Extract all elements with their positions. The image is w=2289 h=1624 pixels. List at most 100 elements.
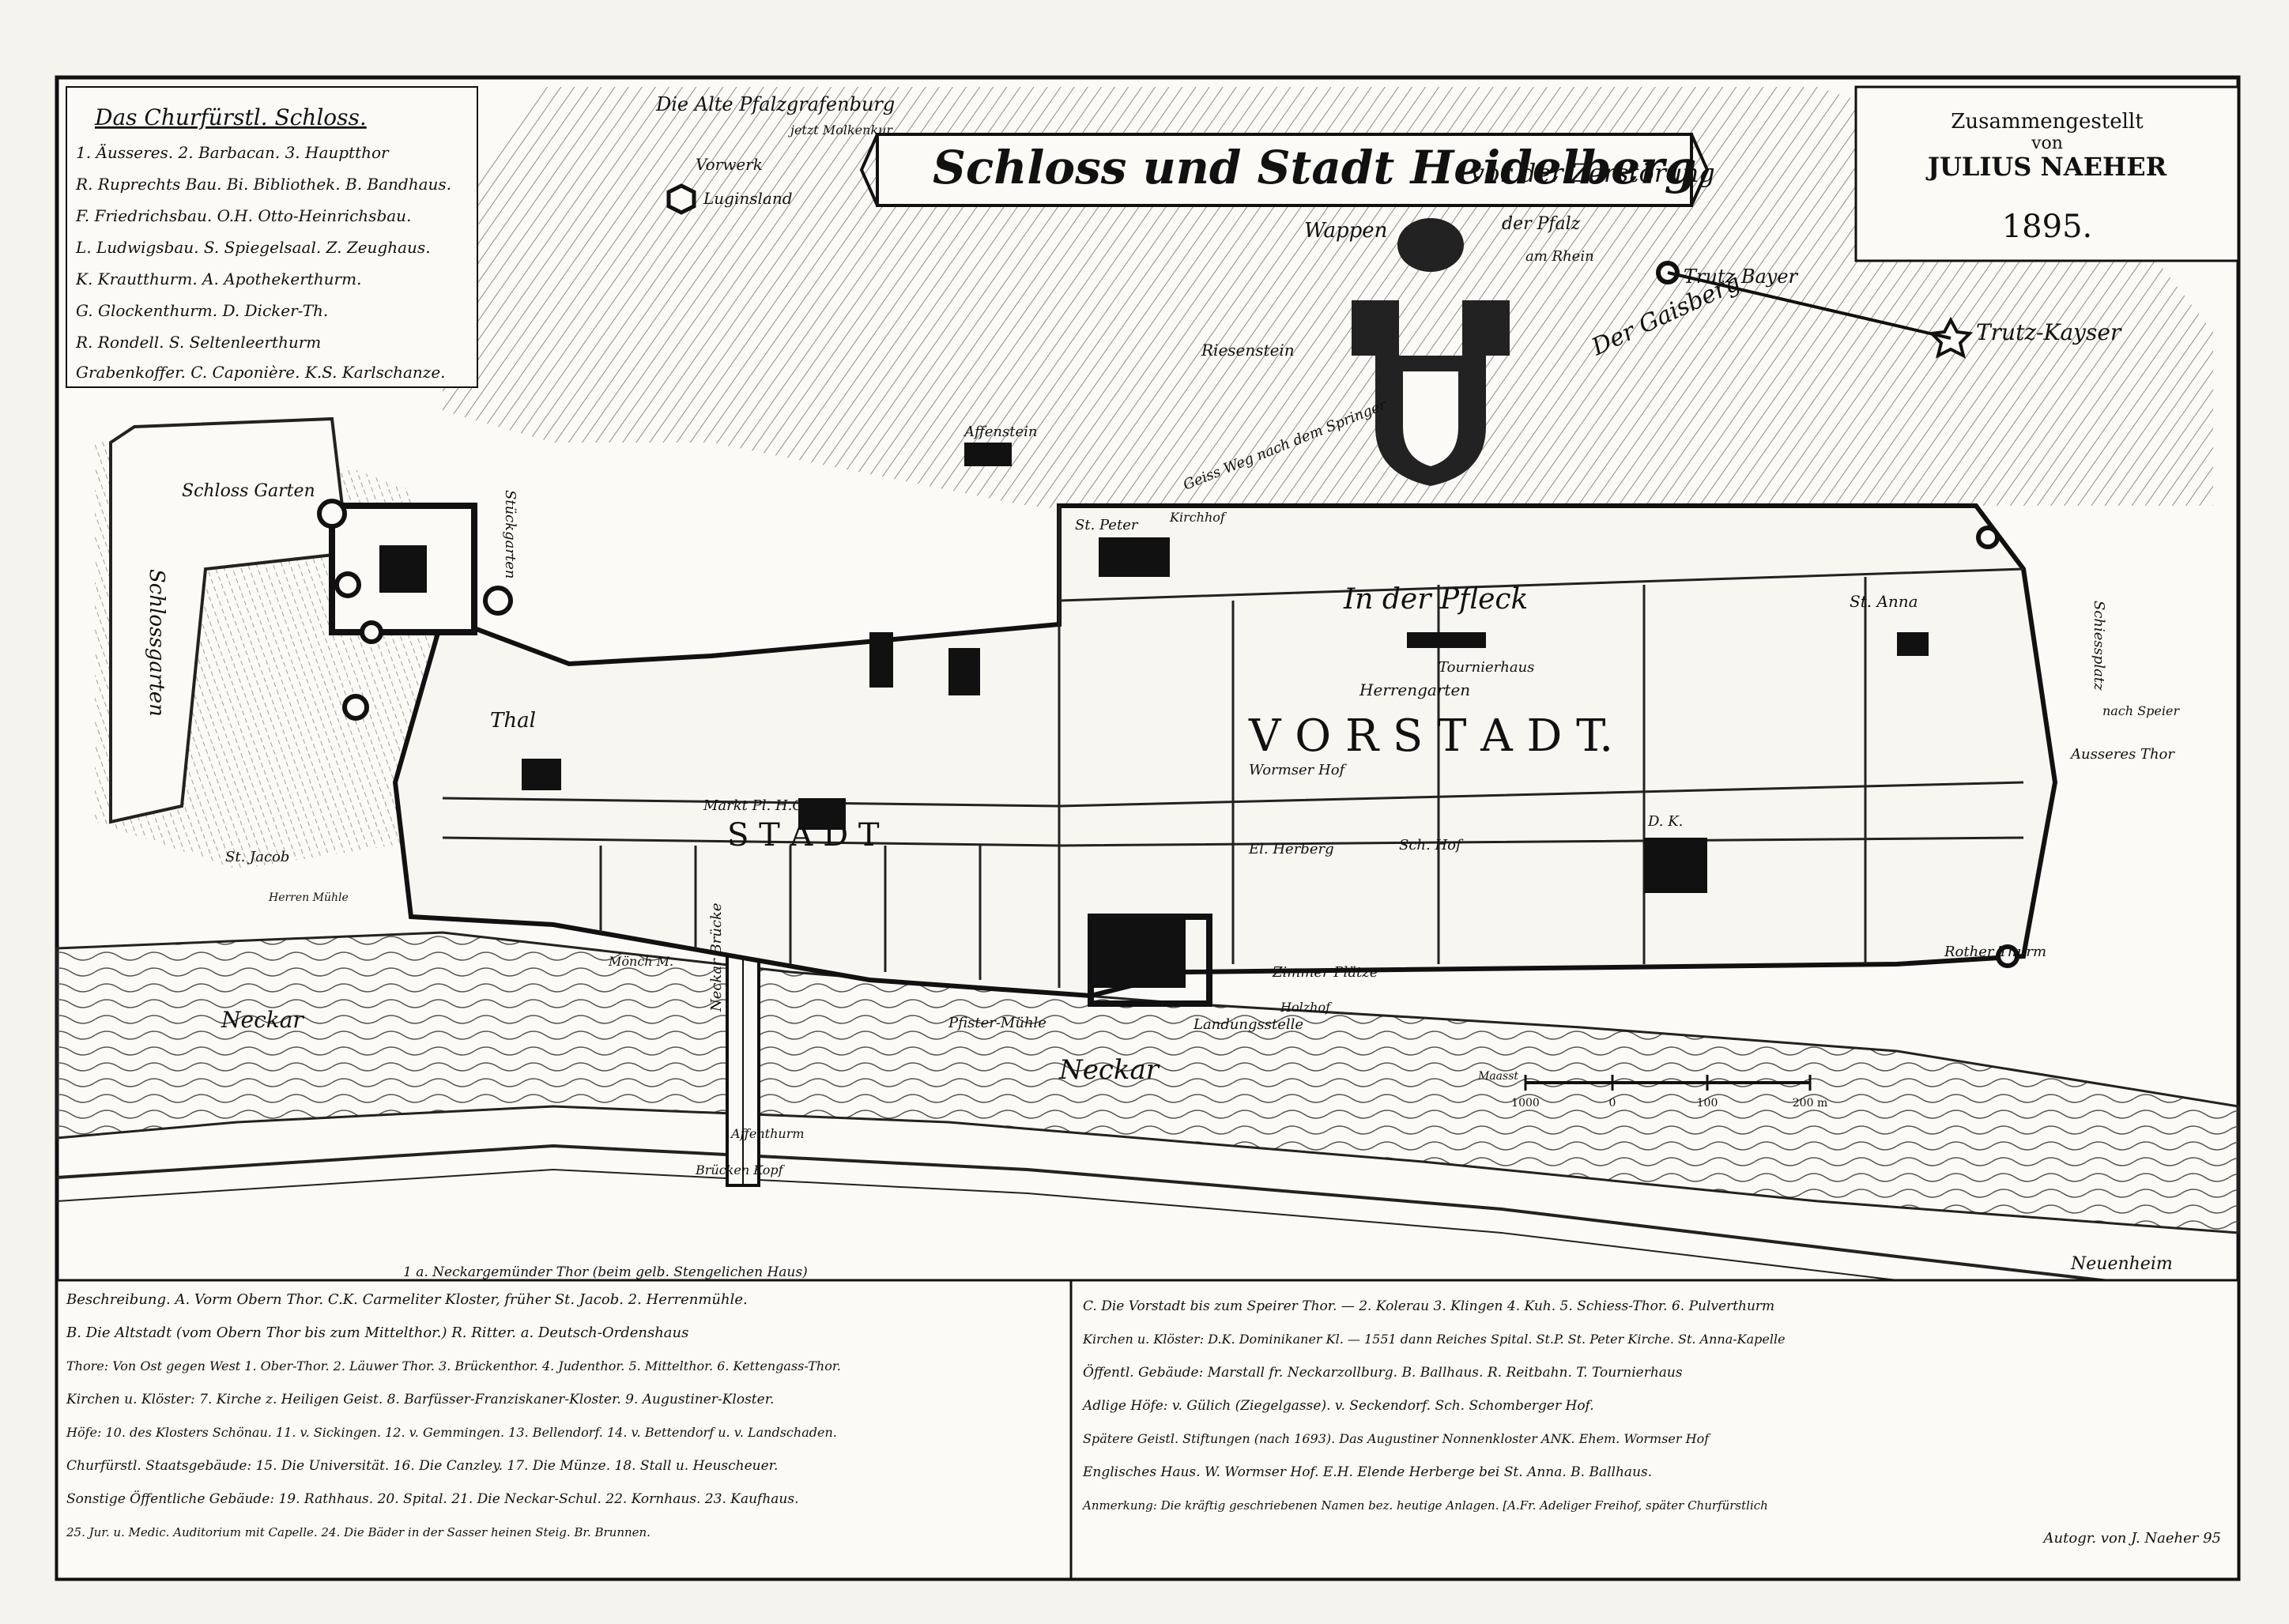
legend-right-line: C. Die Vorstadt bis zum Speirer Thor. — … bbox=[1083, 1298, 1774, 1314]
label-dk: D. K. bbox=[1647, 813, 1683, 830]
schloss-legend-line: Grabenkoffer. C. Caponière. K.S. Karlsch… bbox=[76, 363, 446, 382]
legend-right-line: Englisches Haus. W. Wormser Hof. E.H. El… bbox=[1082, 1464, 1652, 1480]
label-bruecken-kopf: Brücken Kopf bbox=[695, 1162, 786, 1177]
city-wall bbox=[392, 503, 2058, 999]
building-blocks bbox=[522, 443, 1929, 988]
title-suffix: vor der Zerstörung bbox=[1470, 158, 1715, 188]
label-thal: Thal bbox=[490, 709, 536, 733]
legend-left-line: 25. Jur. u. Medic. Auditorium mit Capell… bbox=[66, 1525, 650, 1539]
north-road bbox=[56, 1144, 2239, 1298]
schloss-legend-line: L. Ludwigsbau. S. Spiegelsaal. Z. Zeugha… bbox=[75, 238, 431, 257]
label-luginsland: Luginsland bbox=[703, 189, 793, 208]
legend-left-line: Sonstige Öffentliche Gebäude: 19. Rathha… bbox=[66, 1490, 798, 1507]
credit-year: 1895. bbox=[2002, 209, 2093, 245]
label-zimmer-platz: Zimmer Plätze bbox=[1272, 964, 1378, 981]
label-st-jacob: St. Jacob bbox=[225, 849, 289, 865]
credit-box bbox=[1854, 85, 2240, 262]
marstall-building bbox=[1088, 914, 1212, 1007]
legend-left-line: B. Die Altstadt (vom Obern Thor bis zum … bbox=[66, 1324, 688, 1341]
schloss-legend-heading: Das Churfürstl. Schloss. bbox=[94, 104, 367, 130]
label-der-pfalz: der Pfalz bbox=[1502, 214, 1581, 234]
label-pfister-muehle: Pfister-Mühle bbox=[948, 1015, 1046, 1031]
label-affenthurm: Affenthurm bbox=[730, 1126, 805, 1141]
label-rother-thurm: Rother Thurm bbox=[1944, 944, 2046, 960]
schloss-legend-line: G. Glockenthurm. D. Dicker-Th. bbox=[76, 301, 328, 320]
ribbon-end-left bbox=[859, 134, 879, 206]
schloss-legend-line: 1. Äusseres. 2. Barbacan. 3. Hauptthor bbox=[76, 143, 390, 162]
label-vorwerk: Vorwerk bbox=[696, 155, 763, 174]
label-ausseres-thor: Ausseres Thor bbox=[2069, 746, 2175, 763]
label-st-peter: St. Peter bbox=[1075, 517, 1139, 533]
credit-line2: von bbox=[2031, 134, 2063, 153]
ribbon-end-right bbox=[1690, 134, 1710, 206]
label-neckar-mid: Neckar bbox=[1058, 1054, 1160, 1086]
credit-line1: Zusammengestellt bbox=[1951, 110, 2144, 134]
schloss-legend-box bbox=[66, 86, 478, 388]
legend-right-line: Spätere Geistl. Stiftungen (nach 1693). … bbox=[1083, 1431, 1711, 1446]
label-marstall: Marstall bbox=[1102, 933, 1176, 953]
castle bbox=[317, 499, 513, 721]
label-riesenstein: Riesenstein bbox=[1201, 341, 1295, 360]
schloss-legend-line: F. Friedrichsbau. O.H. Otto-Heinrichsbau… bbox=[75, 206, 411, 225]
label-herrengarten: Herrengarten bbox=[1359, 680, 1470, 699]
credit-author: JULIUS NAEHER bbox=[1925, 152, 2167, 182]
legend-right-line: Adlige Höfe: v. Gülich (Ziegelgasse). v.… bbox=[1081, 1398, 1594, 1414]
label-trutz-bayer: Trutz Bayer bbox=[1684, 266, 1799, 288]
legend-right-line: Öffentl. Gebäude: Marstall fr. Neckarzol… bbox=[1083, 1364, 1683, 1381]
gaisberg-line bbox=[1667, 271, 1951, 340]
scale-bar bbox=[1524, 1075, 1812, 1091]
label-st-anna: St. Anna bbox=[1850, 592, 1918, 611]
legend-left-line: Churfürstl. Staatsgebäude: 15. Die Unive… bbox=[66, 1458, 778, 1474]
label-speirer: nach Speier bbox=[2102, 703, 2180, 718]
tower-6 bbox=[1976, 526, 2000, 549]
label-tournierhaus: Tournierhaus bbox=[1439, 659, 1534, 676]
legend-right-line: Anmerkung: Die kräftig geschriebenen Nam… bbox=[1081, 1498, 1768, 1513]
legend-left-line: Thore: Von Ost gegen West 1. Ober-Thor. … bbox=[66, 1358, 841, 1373]
luginsland-marker bbox=[666, 183, 696, 215]
bottom-legend-box bbox=[55, 1279, 2240, 1581]
label-moench-m: Mönch M. bbox=[608, 954, 673, 969]
label-neckar-left: Neckar bbox=[221, 1007, 304, 1033]
rother-thurm-tower bbox=[1996, 944, 2019, 968]
schloss-legend-line: R. Ruprechts Bau. Bi. Bibliothek. B. Ban… bbox=[75, 175, 451, 194]
label-stadt: S T A D T bbox=[727, 817, 880, 853]
label-wormser-hof: Wormser Hof bbox=[1249, 762, 1348, 778]
label-schlossgarten: Schlossgarten bbox=[145, 569, 168, 717]
label-wappen: Wappen bbox=[1304, 219, 1387, 243]
label-stueckgarten: Stückgarten bbox=[502, 490, 519, 578]
title-main: Schloss und Stadt Heidelberg bbox=[933, 141, 1696, 194]
label-landungsstelle: Landungsstelle bbox=[1193, 1016, 1303, 1033]
label-molkenkur: jetzt Molkenkur bbox=[788, 122, 893, 138]
label-schiessplatz: Schiessplatz bbox=[2091, 601, 2107, 691]
label-neckar-bruecke: Neckar Brücke bbox=[708, 902, 725, 1012]
legend-left-line: Höfe: 10. des Klosters Schönau. 11. v. S… bbox=[66, 1425, 837, 1440]
label-neuenheim: Neuenheim bbox=[2070, 1254, 2173, 1274]
schloss-legend-line: K. Krautthurm. A. Apothekerthurm. bbox=[75, 269, 361, 288]
scale-label-200: 200 m bbox=[1793, 1097, 1827, 1110]
legend-right-signature: Autogr. von J. Naeher 95 bbox=[2042, 1530, 2221, 1547]
label-vorstadt: V O R S T A D T. bbox=[1248, 710, 1613, 762]
label-pfleck: In der Pfleck bbox=[1343, 583, 1528, 616]
schlossgarten-area bbox=[109, 416, 350, 824]
legend-left-top-note: 1 a. Neckargemünder Thor (beim gelb. Ste… bbox=[403, 1264, 808, 1280]
label-alte-pfalzgrafenburg: Die Alte Pfalzgrafenburg bbox=[655, 93, 895, 115]
scale-label-mass: Maasst bbox=[1477, 1070, 1518, 1083]
label-kirchhof: Kirchhof bbox=[1169, 510, 1227, 525]
label-marktplatz: Markt Pl. H.G.K. bbox=[703, 797, 823, 814]
label-trutz-kayser: Trutz-Kayser bbox=[1976, 319, 2122, 345]
legend-right-line: Kirchen u. Klöster: D.K. Dominikaner Kl.… bbox=[1082, 1332, 1786, 1347]
label-zeughaus: Zeughaus bbox=[1110, 959, 1174, 974]
scale-label-100: 100 bbox=[1697, 1097, 1718, 1110]
label-schomberger: Sch. Hof bbox=[1399, 837, 1464, 853]
legend-left-line: Kirchen u. Klöster: 7. Kirche z. Heilige… bbox=[66, 1392, 774, 1407]
coat-of-arms-icon bbox=[1352, 218, 1510, 486]
label-holzhof: Holzhof bbox=[1280, 1000, 1333, 1015]
scale-label-1000: 1000 bbox=[1511, 1097, 1540, 1110]
schloss-legend-line: R. Rondell. S. Seltenleerthurm bbox=[75, 333, 321, 352]
scale-label-0: 0 bbox=[1609, 1097, 1616, 1110]
label-el-herberg: El. Herberg bbox=[1248, 841, 1334, 857]
legend-left-line: Beschreibung. A. Vorm Obern Thor. C.K. C… bbox=[66, 1291, 748, 1308]
label-schloss-garten: Schloss Garten bbox=[182, 481, 315, 501]
label-herrenmuehle: Herren Mühle bbox=[268, 891, 349, 904]
